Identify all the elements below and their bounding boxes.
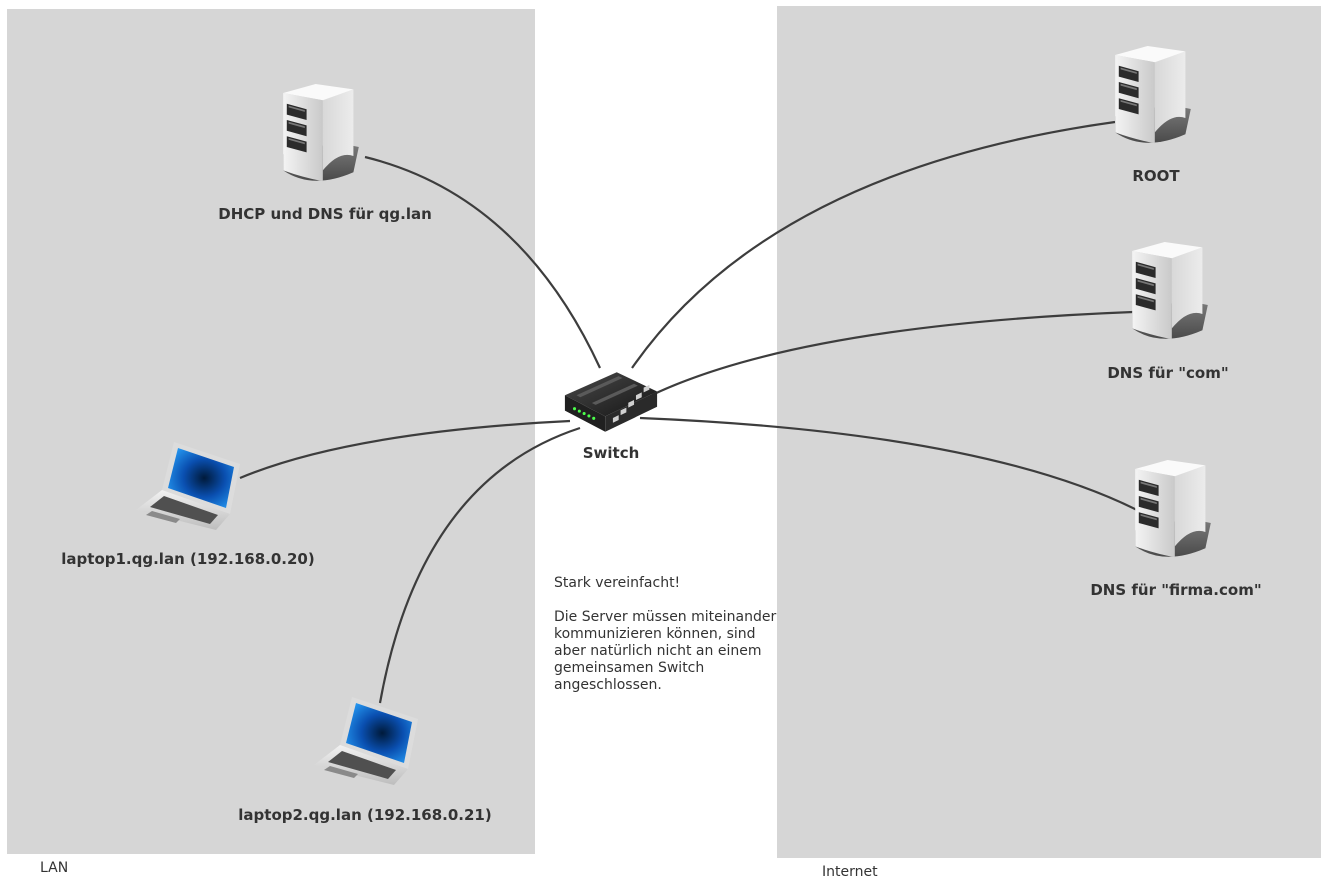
internet-zone xyxy=(777,6,1321,858)
zone-label-internet: Internet xyxy=(822,864,878,880)
network-switch-icon[interactable] xyxy=(563,370,659,434)
server-icon[interactable] xyxy=(1128,454,1218,574)
server-icon[interactable] xyxy=(276,78,366,198)
link-switch-dhcp-dns xyxy=(364,155,601,369)
laptop-icon[interactable] xyxy=(134,440,244,530)
node-label-dns-com: DNS für "com" xyxy=(1107,364,1229,382)
node-label-root: ROOT xyxy=(1132,167,1180,185)
laptop-icon[interactable] xyxy=(312,695,422,785)
server-icon[interactable] xyxy=(1108,40,1198,160)
node-label-dhcp-dns: DHCP und DNS für qg.lan xyxy=(218,205,432,223)
server-icon[interactable] xyxy=(1125,236,1215,356)
note-body: Die Server müssen miteinander kommunizie… xyxy=(554,609,777,693)
link-switch-dns-com xyxy=(651,310,1134,396)
node-label-switch: Switch xyxy=(582,444,640,462)
link-switch-dns-firma xyxy=(639,416,1138,511)
node-label-laptop2: laptop2.qg.lan (192.168.0.21) xyxy=(238,806,492,824)
node-label-laptop1: laptop1.qg.lan (192.168.0.20) xyxy=(61,550,315,568)
link-switch-laptop2 xyxy=(378,426,581,704)
note-heading: Stark vereinfacht! xyxy=(554,575,681,591)
link-switch-laptop1 xyxy=(239,419,571,480)
node-label-dns-firma: DNS für "firma.com" xyxy=(1090,581,1262,599)
annotation-note: Stark vereinfacht! Die Server müssen mit… xyxy=(554,575,784,711)
link-switch-root xyxy=(631,120,1116,369)
zone-label-lan: LAN xyxy=(40,860,69,876)
